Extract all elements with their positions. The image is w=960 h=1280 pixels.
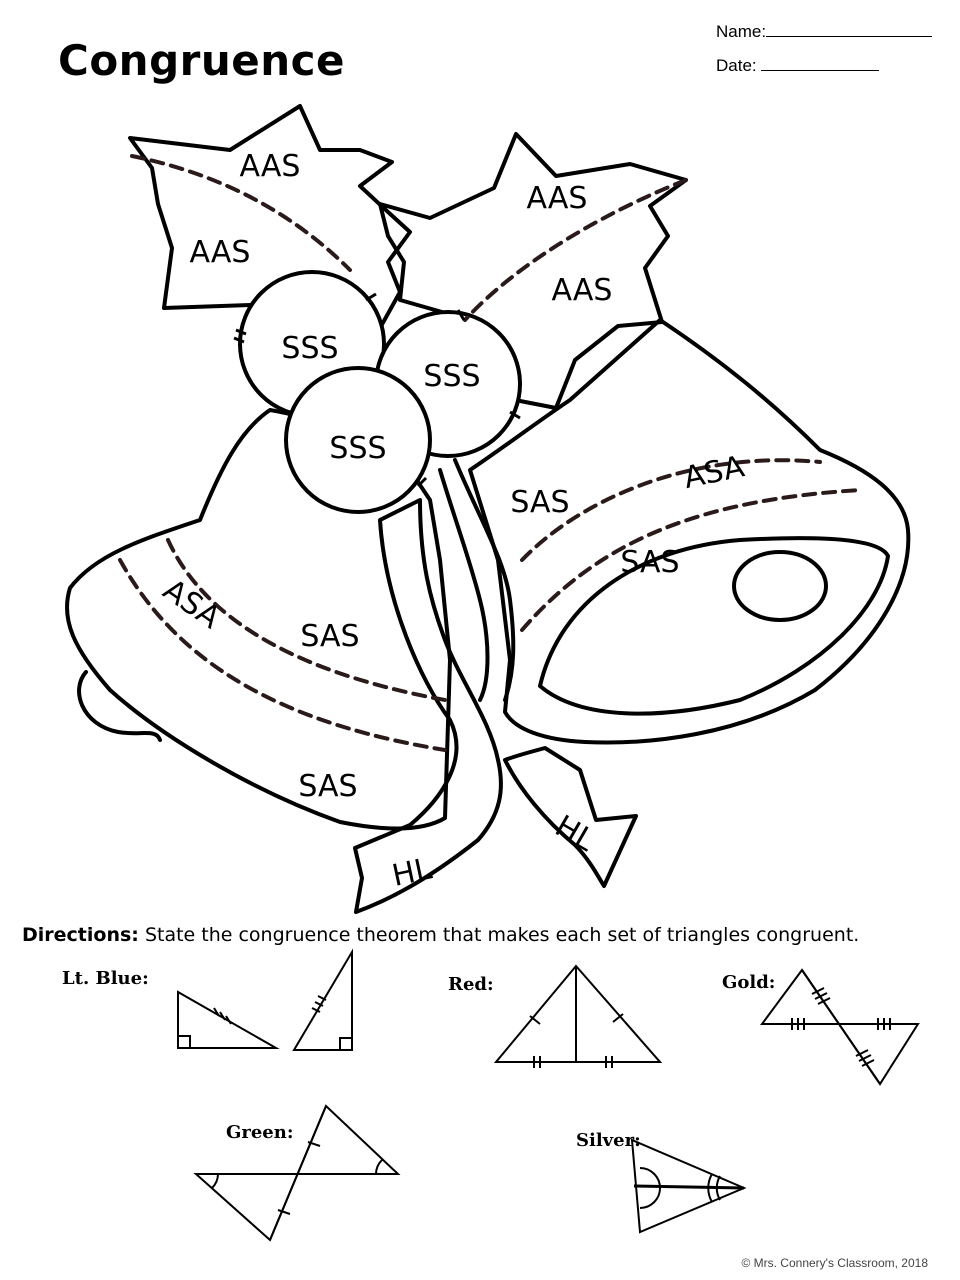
left-bell-middle-label: SAS [300,619,359,654]
page-title: Congruence [58,36,346,85]
right-holly-leaf [378,132,688,410]
ribbon-loop [438,458,516,702]
silver-triangles [630,1138,747,1234]
leaf-right-top-label: AAS [527,181,588,216]
berry-right-label: SSS [423,359,480,394]
right-bell [468,318,911,745]
berry-center [284,366,432,514]
right-bell-band-top [520,458,822,562]
right-bell-top-label: SAS [510,485,569,520]
berry-left-label: SSS [281,331,338,366]
ribbon-left-label: HL [389,851,435,893]
date-field[interactable]: Date: [716,56,880,76]
green-triangles [193,1104,401,1242]
left-bell-band-top [166,538,447,702]
leaf-right-divider [463,178,688,322]
name-label: Name: [716,22,767,41]
name-line[interactable] [766,22,933,37]
right-bell-clapper [732,550,828,622]
leaf-left-top-label: AAS [240,149,301,184]
directions-label: Directions: [22,924,139,946]
copyright: © Mrs. Connery's Classroom, 2018 [741,1256,928,1270]
gold-triangles [760,968,920,1086]
right-bell-middle-label: SAS [620,545,679,580]
directions-text: State the congruence theorem that makes … [144,924,860,946]
problem-label-gold: Gold: [722,972,776,993]
name-field[interactable]: Name: [716,22,933,42]
left-bell [64,408,452,831]
red-triangles [493,964,663,1068]
problem-label-lt-blue: Lt. Blue: [62,968,149,989]
ribbon-left [353,498,503,914]
lt-blue-triangles [177,948,353,1051]
problem-label-red: Red: [448,974,494,995]
left-holly-leaf [128,104,412,330]
left-bell-band-bottom [118,558,447,752]
left-bell-bottom-label: SAS [298,769,357,804]
leaf-left-bottom-label: AAS [190,235,251,270]
left-bell-clapper [77,670,162,742]
berry-center-label: SSS [329,431,386,466]
leaf-right-bottom-label: AAS [552,273,613,308]
right-bell-band-label: ASA [681,449,748,496]
problem-label-silver: Silver: [576,1130,641,1151]
directions: Directions: State the congruence theorem… [22,924,859,946]
right-bell-band-bottom [520,488,862,632]
ribbon-right [503,746,638,888]
leaf-left-divider [130,154,352,272]
problem-label-green: Green: [226,1122,294,1143]
right-bell-mouth [538,536,890,716]
date-label: Date: [716,56,757,75]
date-line[interactable] [761,56,880,71]
